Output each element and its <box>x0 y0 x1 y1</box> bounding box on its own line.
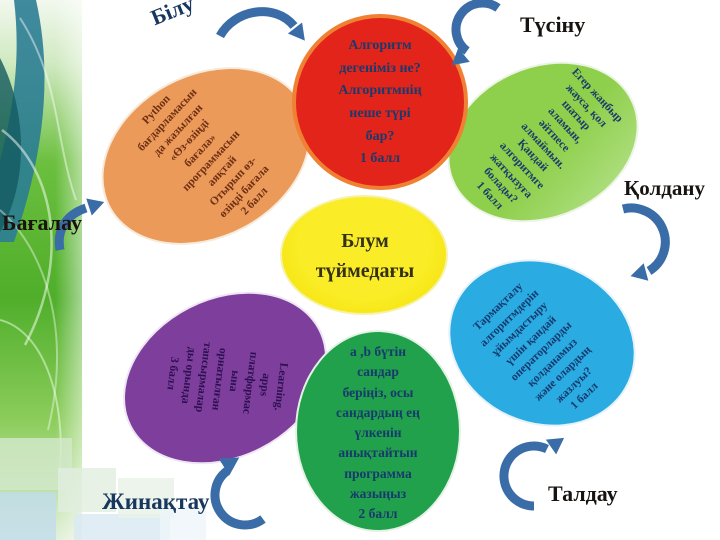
mosaic-tile <box>0 492 56 540</box>
stage-label-taldau: Талдау <box>548 481 618 506</box>
mosaic-tile <box>58 468 116 512</box>
bubble-bottom <box>295 330 461 532</box>
bubble-top <box>292 14 468 190</box>
mosaic-tile <box>160 506 206 540</box>
stage-label-bilu: Білу <box>147 0 198 31</box>
stage-label-zhinaqtau: Жинақтау <box>102 489 210 514</box>
mosaic-tile <box>74 514 170 540</box>
stage-label-qoldanu: Қолдану <box>624 176 705 200</box>
bubble-center-text: Блум түймедағы <box>315 230 415 282</box>
bubble-bottom-text: а ,b бүтін сандар беріңіз, осы сандардың… <box>336 343 420 521</box>
bubble-top-text: Алгоритм дегеніміз не? Алгоритмнің неше … <box>338 37 422 167</box>
bubble-center <box>280 195 448 315</box>
stage-label-bagalau: Бағалау <box>2 210 82 235</box>
stage-label-tusinu: Түсіну <box>520 12 586 37</box>
